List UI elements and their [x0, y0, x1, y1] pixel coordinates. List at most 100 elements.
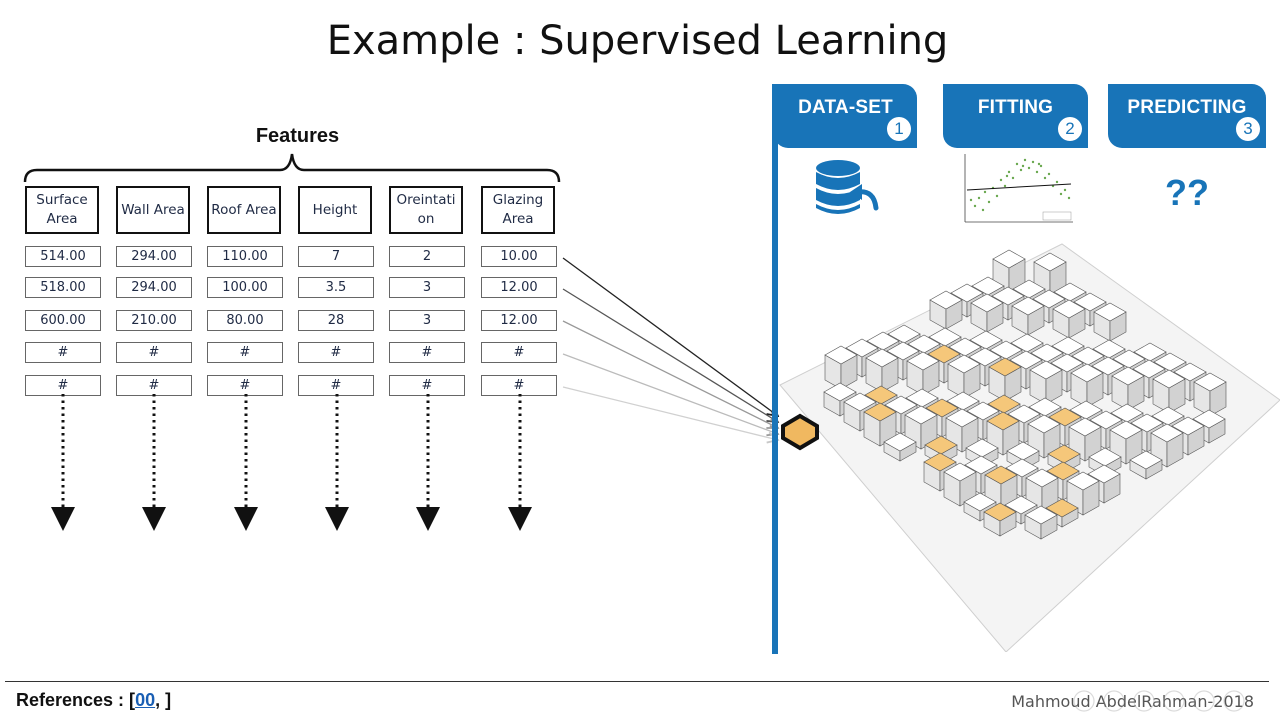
building-block — [1012, 279, 1046, 299]
building-block — [1171, 416, 1205, 436]
building-block — [1024, 505, 1058, 525]
references-text: References : [00, ] — [16, 690, 171, 711]
step-number: 2 — [1056, 115, 1084, 143]
building-block — [965, 438, 999, 458]
building-block — [1030, 343, 1064, 363]
building-block — [945, 408, 979, 428]
building-block — [865, 348, 899, 368]
building-block — [863, 402, 897, 422]
building-block — [1025, 468, 1059, 488]
building-block — [927, 344, 961, 364]
building-block — [1071, 346, 1105, 366]
reference-link[interactable]: 00 — [135, 690, 156, 710]
features-brace — [23, 153, 561, 183]
building-block — [1150, 423, 1184, 443]
building-blocks — [823, 249, 1227, 540]
header-wall-area: Wall Area — [116, 186, 190, 234]
building-block — [1009, 350, 1043, 370]
building-block — [1005, 458, 1039, 478]
building-block — [1091, 356, 1125, 376]
building-block — [924, 435, 958, 455]
building-block — [950, 283, 984, 303]
building-block — [1027, 414, 1061, 434]
header-surface-area: Surface Area — [25, 186, 99, 234]
table-cell: 210.00 — [116, 310, 192, 331]
table-cell: 518.00 — [25, 277, 101, 298]
step-label: FITTING — [977, 97, 1054, 118]
building-block — [845, 338, 879, 358]
building-grid-illustration — [779, 243, 1280, 652]
slide-nav-controls — [1073, 690, 1245, 712]
table-cell: # — [298, 375, 374, 396]
table-cell: 80.00 — [207, 310, 283, 331]
building-block — [1111, 366, 1145, 386]
building-block — [1112, 349, 1146, 369]
building-block — [988, 357, 1022, 377]
building-block — [883, 432, 917, 452]
footer-divider — [5, 681, 1269, 682]
building-block — [1050, 353, 1084, 373]
building-block — [1151, 406, 1185, 426]
table-cell: 3 — [389, 277, 465, 298]
building-block — [992, 249, 1026, 269]
building-block — [1029, 360, 1063, 380]
building-block — [928, 327, 962, 347]
building-block — [991, 286, 1025, 306]
table-cell: 2 — [389, 246, 465, 267]
building-block — [1052, 299, 1086, 319]
table-cell: # — [481, 375, 557, 396]
table-cell: 294.00 — [116, 246, 192, 267]
building-block — [907, 334, 941, 354]
building-block — [925, 398, 959, 418]
building-block — [1092, 339, 1126, 359]
building-block — [866, 331, 900, 351]
building-block — [968, 347, 1002, 367]
table-cell: # — [25, 375, 101, 396]
building-block — [1033, 252, 1067, 272]
table-cell: 7 — [298, 246, 374, 267]
building-block — [984, 465, 1018, 485]
prediction-unknown: ?? — [1165, 172, 1209, 213]
building-block — [1045, 498, 1079, 518]
building-block — [989, 340, 1023, 360]
building-block — [1192, 409, 1226, 429]
building-block — [1130, 413, 1164, 433]
step-tab-predicting: PREDICTING 3 — [1108, 84, 1266, 148]
header-orientation: Oreintati on — [389, 186, 463, 234]
building-block — [1129, 450, 1163, 470]
table-cell: # — [207, 375, 283, 396]
step-number: 1 — [885, 115, 913, 143]
table-cell: # — [25, 342, 101, 363]
table-cell: # — [207, 342, 283, 363]
building-block — [886, 341, 920, 361]
table-cell: # — [116, 342, 192, 363]
table-cell: 28 — [298, 310, 374, 331]
building-block — [969, 330, 1003, 350]
table-cell: # — [298, 342, 374, 363]
building-block — [1132, 359, 1166, 379]
building-block — [971, 276, 1005, 296]
building-block — [1089, 410, 1123, 430]
header-height: Height — [298, 186, 372, 234]
table-cell: 110.00 — [207, 246, 283, 267]
step-label: PREDICTING — [1127, 97, 1247, 118]
table-cell: # — [389, 375, 465, 396]
building-block — [983, 502, 1017, 522]
building-block — [1087, 464, 1121, 484]
process-divider-bar — [772, 84, 778, 654]
building-block — [1133, 342, 1167, 362]
header-roof-area: Roof Area — [207, 186, 281, 234]
building-block — [1073, 292, 1107, 312]
building-block — [943, 462, 977, 482]
building-block — [1046, 461, 1080, 481]
building-block — [823, 382, 857, 402]
building-block — [946, 391, 980, 411]
building-block — [843, 392, 877, 412]
selected-building-marker — [781, 413, 819, 451]
table-cell: 3.5 — [298, 277, 374, 298]
slide-title: Example : Supervised Learning — [326, 18, 949, 64]
building-block — [964, 455, 998, 475]
building-block — [905, 388, 939, 408]
table-cell: 12.00 — [481, 310, 557, 331]
building-block — [1053, 282, 1087, 302]
